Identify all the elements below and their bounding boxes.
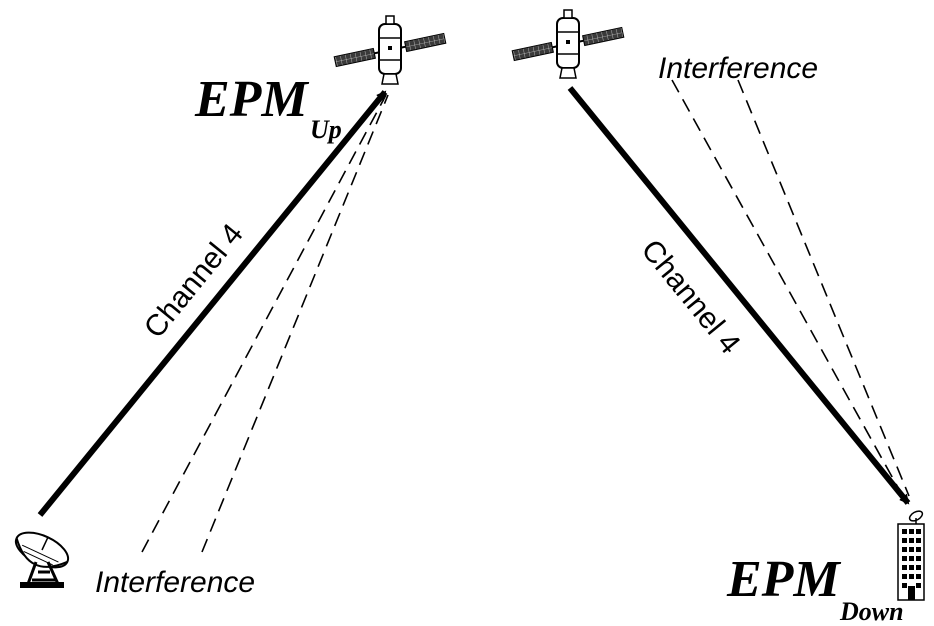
- uplink-interference-lines: [141, 94, 389, 553]
- ground-dish-icon: [14, 531, 70, 588]
- satellite-icon: [333, 15, 447, 85]
- downlink-epm-label: EPM Down: [726, 551, 904, 626]
- downlink-epm-subscript: Down: [839, 597, 904, 626]
- downlink-channel-line: [567, 86, 911, 505]
- uplink-epm-subscript: Up: [310, 115, 342, 144]
- svg-text:EPM: EPM: [194, 71, 309, 128]
- downlink-interference-label: Interference: [658, 52, 818, 85]
- downlink-interference-lines: [671, 79, 910, 503]
- satellite-icon: [511, 9, 625, 79]
- building-icon: [897, 510, 925, 601]
- svg-text:EPM: EPM: [726, 551, 841, 608]
- downlink-channel-label: Channel 4: [635, 234, 747, 361]
- uplink-epm-label: EPM Up: [194, 71, 342, 144]
- uplink-interference-label: Interference: [95, 566, 255, 599]
- uplink-channel-line: [37, 90, 388, 517]
